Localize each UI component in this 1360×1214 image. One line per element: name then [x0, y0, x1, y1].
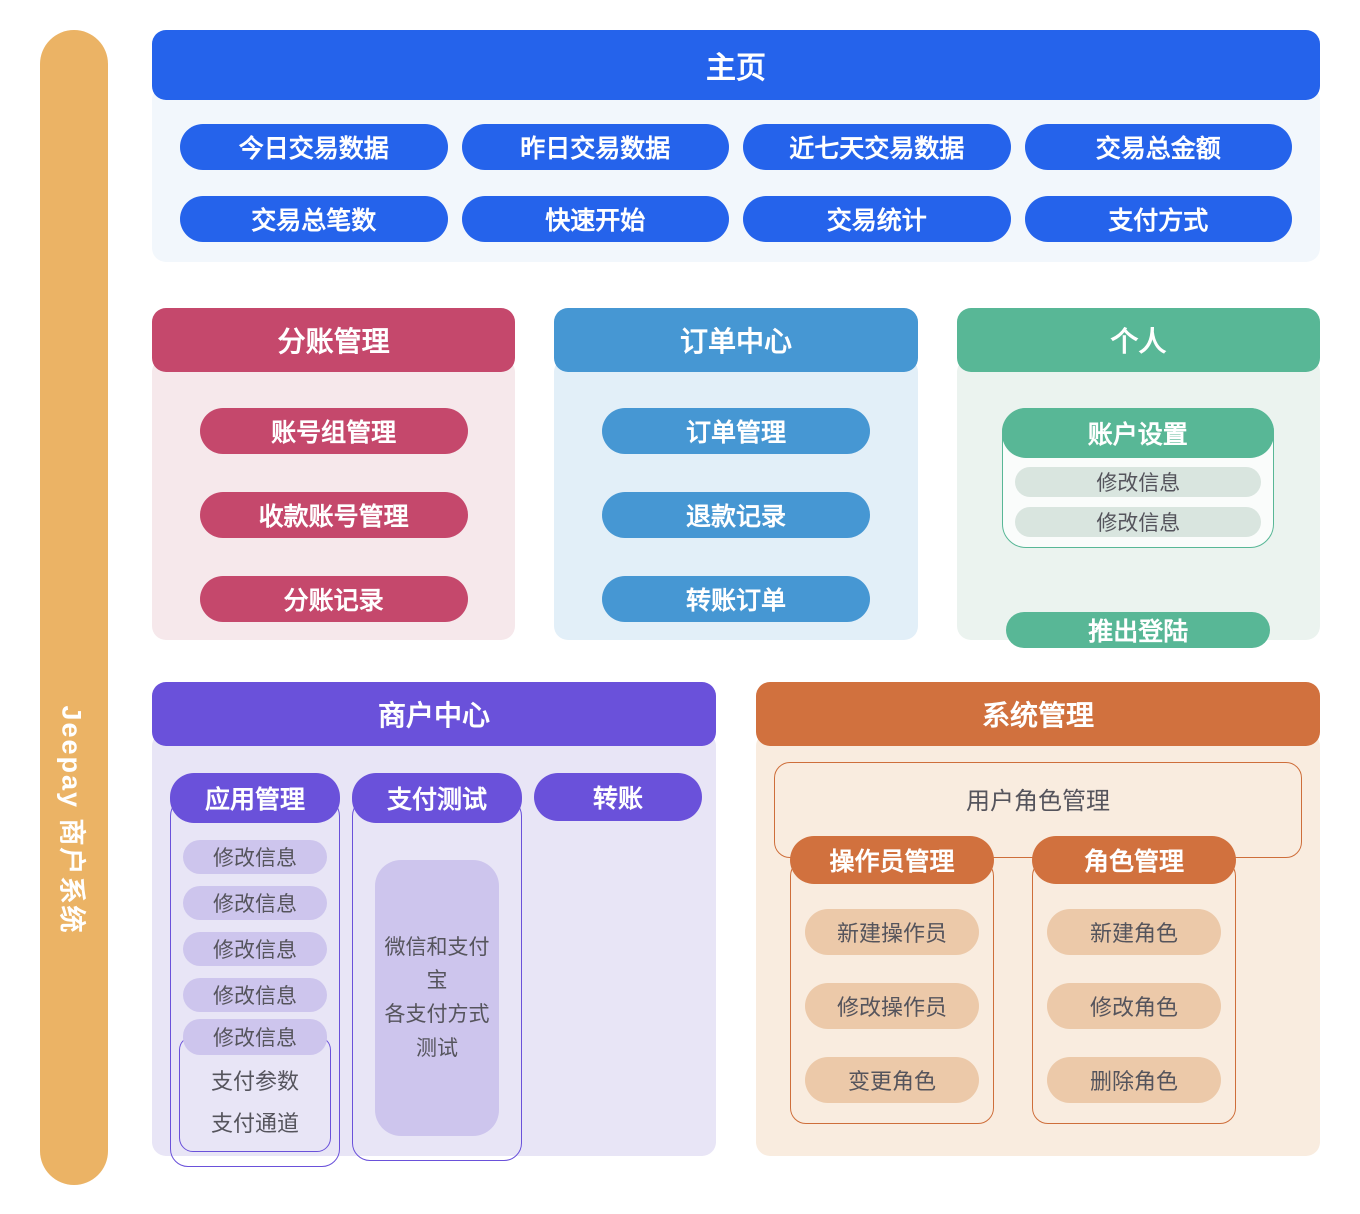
merchant-header: 商户中心 [152, 682, 716, 746]
brand-title: Jeepay 商户系统 [56, 705, 87, 935]
node-app-mgmt: 应用管理 [170, 773, 340, 823]
node-operator-mgmt: 操作员管理 [790, 836, 994, 884]
section-home: 主页 今日交易数据 昨日交易数据 近七天交易数据 交易总金额 交易总笔数 快速开… [152, 30, 1320, 262]
system-body: 用户角色管理 操作员管理 新建操作员 修改操作员 变更角色 角 [756, 732, 1320, 1156]
node-change-role: 变更角色 [805, 1057, 979, 1103]
section-personal: 个人 账户设置 修改信息 修改信息 推出登陆 [956, 308, 1320, 648]
pay-test-box: 微信和支付宝 各支付方式 测试 [352, 798, 522, 1161]
ledger-header: 分账管理 [152, 308, 516, 372]
node-delete-role: 删除角色 [1047, 1057, 1221, 1103]
bottom-row: 商户中心 应用管理 修改信息 修改信息 修改信息 修改信息 修改信息 支付参数 [152, 682, 1320, 1167]
diagram-content: 主页 今日交易数据 昨日交易数据 近七天交易数据 交易总金额 交易总笔数 快速开… [152, 30, 1320, 1167]
section-system: 系统管理 用户角色管理 操作员管理 新建操作员 修改操作员 变更角色 [756, 682, 1320, 1156]
node-account-group-mgmt: 账号组管理 [199, 408, 468, 454]
node-edit-info-2: 修改信息 [1015, 507, 1262, 537]
node-edit-info-app-3: 修改信息 [183, 932, 327, 966]
node-last7days-transactions: 近七天交易数据 [743, 124, 1011, 170]
node-account-settings: 账户设置 [1001, 407, 1274, 458]
orders-body: 订单管理 退款记录 转账订单 [554, 358, 918, 640]
node-total-amount: 交易总金额 [1024, 124, 1292, 170]
orders-header: 订单中心 [554, 308, 918, 372]
section-merchant: 商户中心 应用管理 修改信息 修改信息 修改信息 修改信息 修改信息 支付参数 [152, 682, 716, 1167]
middle-row: 分账管理 账号组管理 收款账号管理 分账记录 订单中心 订单管理 退款记录 转账… [152, 308, 1320, 648]
node-quick-start: 快速开始 [461, 196, 729, 242]
home-body: 今日交易数据 昨日交易数据 近七天交易数据 交易总金额 交易总笔数 快速开始 交… [152, 86, 1320, 262]
node-create-role: 新建角色 [1047, 909, 1221, 955]
operator-mgmt-column: 操作员管理 新建操作员 修改操作员 变更角色 [790, 836, 994, 1124]
node-edit-info-app-5: 修改信息 [183, 1019, 327, 1055]
account-settings-items: 修改信息 修改信息 [1003, 456, 1273, 547]
system-header: 系统管理 [756, 682, 1320, 746]
node-order-mgmt: 订单管理 [601, 408, 870, 454]
app-mgmt-column: 应用管理 修改信息 修改信息 修改信息 修改信息 修改信息 支付参数 支付通道 [170, 773, 340, 1167]
account-settings-box: 账户设置 修改信息 修改信息 [1001, 407, 1275, 548]
node-user-role-mgmt: 用户角色管理 [966, 788, 1110, 815]
node-create-operator: 新建操作员 [805, 909, 979, 955]
node-payment-methods: 支付方式 [1024, 196, 1292, 242]
role-mgmt-box: 新建角色 修改角色 删除角色 [1032, 860, 1236, 1124]
node-yesterday-transactions: 昨日交易数据 [461, 124, 729, 170]
node-edit-info-app-1: 修改信息 [183, 840, 327, 874]
node-total-count: 交易总笔数 [180, 196, 448, 242]
node-logout: 推出登陆 [1006, 612, 1271, 648]
node-ledger-records: 分账记录 [199, 576, 468, 622]
home-pill-row-2: 交易总笔数 快速开始 交易统计 支付方式 [180, 196, 1292, 242]
node-edit-info-app-4: 修改信息 [183, 978, 327, 1012]
system-columns: 操作员管理 新建操作员 修改操作员 变更角色 角色管理 新建角色 修 [774, 836, 1302, 1124]
role-mgmt-column: 角色管理 新建角色 修改角色 删除角色 [1032, 836, 1236, 1124]
ledger-body: 账号组管理 收款账号管理 分账记录 [152, 358, 516, 640]
section-ledger: 分账管理 账号组管理 收款账号管理 分账记录 [152, 308, 516, 640]
node-edit-role: 修改角色 [1047, 983, 1221, 1029]
personal-header: 个人 [956, 308, 1320, 372]
node-edit-info-app-2: 修改信息 [183, 886, 327, 920]
personal-body: 账户设置 修改信息 修改信息 推出登陆 [956, 358, 1320, 648]
node-edit-operator: 修改操作员 [805, 983, 979, 1029]
home-pill-row-1: 今日交易数据 昨日交易数据 近七天交易数据 交易总金额 [180, 124, 1292, 170]
node-pay-test-note: 微信和支付宝 各支付方式 测试 [375, 860, 499, 1136]
node-role-mgmt: 角色管理 [1032, 836, 1236, 884]
app-mgmt-nested-box: 修改信息 支付参数 支付通道 [179, 1019, 331, 1152]
merchant-body: 应用管理 修改信息 修改信息 修改信息 修改信息 修改信息 支付参数 支付通道 [152, 732, 716, 1167]
home-header: 主页 [152, 30, 1320, 100]
pay-test-column: 支付测试 微信和支付宝 各支付方式 测试 [352, 773, 522, 1161]
node-pay-params: 支付参数 [210, 1069, 299, 1094]
node-transaction-stats: 交易统计 [743, 196, 1011, 242]
app-mgmt-box: 修改信息 修改信息 修改信息 修改信息 修改信息 支付参数 支付通道 [170, 798, 340, 1167]
node-pay-test: 支付测试 [352, 773, 522, 823]
brand-bar: Jeepay 商户系统 [40, 30, 108, 1185]
node-payee-account-mgmt: 收款账号管理 [199, 492, 468, 538]
section-orders: 订单中心 订单管理 退款记录 转账订单 [554, 308, 918, 640]
node-pay-channel: 支付通道 [210, 1111, 299, 1136]
node-edit-info-1: 修改信息 [1015, 467, 1262, 497]
node-transfer: 转账 [534, 773, 702, 821]
node-refund-records: 退款记录 [601, 492, 870, 538]
node-transfer-orders: 转账订单 [601, 576, 870, 622]
operator-mgmt-box: 新建操作员 修改操作员 变更角色 [790, 860, 994, 1124]
node-today-transactions: 今日交易数据 [180, 124, 448, 170]
